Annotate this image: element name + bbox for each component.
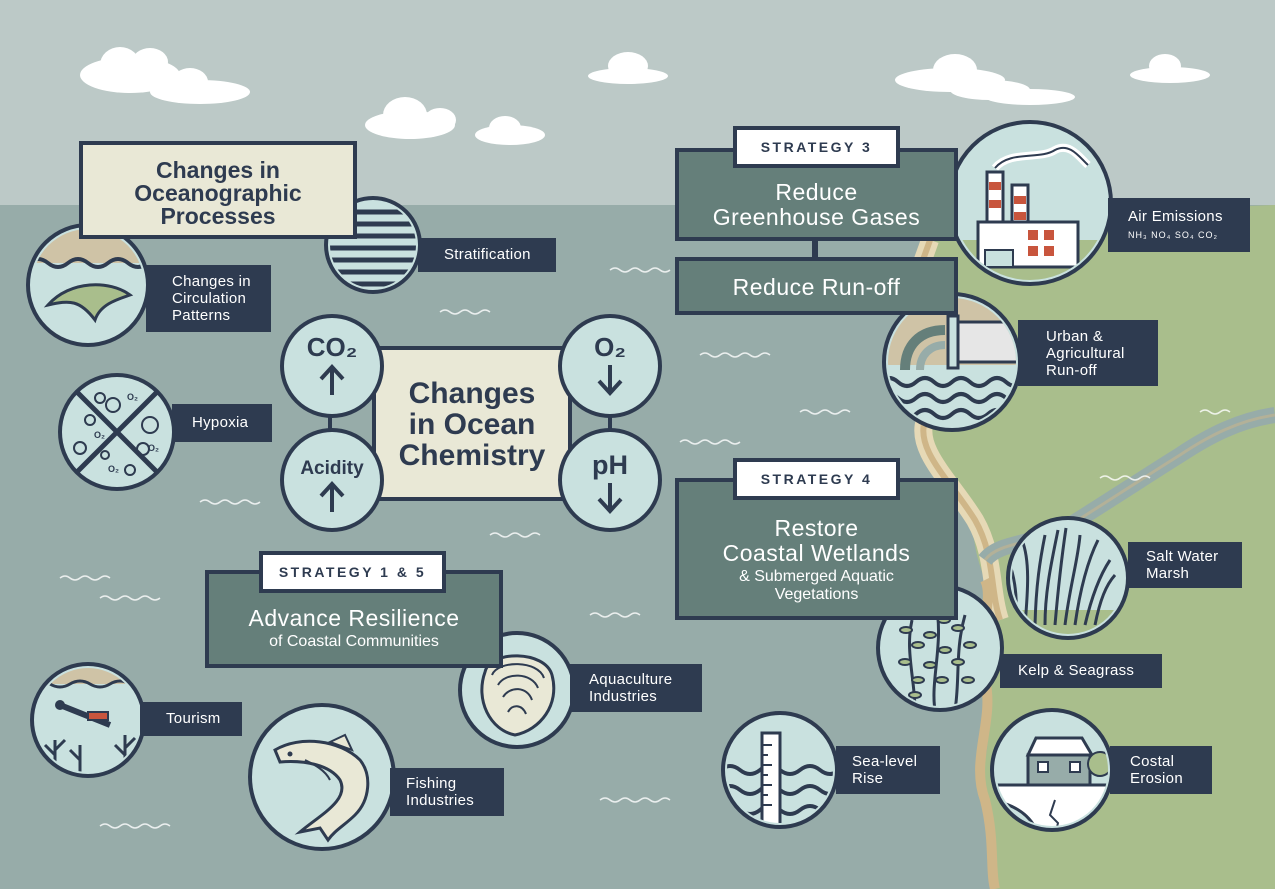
house-icon bbox=[990, 708, 1114, 832]
ph-circle: pH bbox=[558, 428, 662, 532]
strategy-4-title: Restore Coastal Wetlands bbox=[722, 515, 911, 566]
svg-text:O₂: O₂ bbox=[94, 430, 105, 440]
tourism-label: Tourism bbox=[140, 702, 242, 736]
cloud-icon bbox=[80, 47, 250, 104]
diver-icon bbox=[30, 662, 146, 778]
arrow-down-icon bbox=[597, 483, 623, 514]
svg-text:O₂: O₂ bbox=[108, 464, 119, 474]
fish-icon bbox=[248, 703, 396, 851]
svg-text:O₂: O₂ bbox=[148, 443, 159, 453]
strategy-15-subtitle: of Coastal Communities bbox=[269, 633, 439, 650]
salt-marsh-label: Salt Water Marsh bbox=[1128, 542, 1242, 588]
oceanographic-processes-box: Changes in Oceanographic Processes bbox=[79, 141, 357, 239]
air-emissions-label: Air Emissions NH₃ NO₄ SO₄ CO₂ bbox=[1108, 198, 1250, 252]
acidity-label: Acidity bbox=[300, 458, 364, 479]
co2-circle: CO₂ bbox=[280, 314, 384, 418]
cloud-icon bbox=[895, 54, 1210, 105]
cloud-icon bbox=[588, 52, 668, 84]
arrow-up-icon bbox=[319, 364, 345, 395]
acidity-circle: Acidity bbox=[280, 428, 384, 532]
aquaculture-label: Aquaculture Industries bbox=[570, 664, 702, 712]
strategy-3-tag: STRATEGY 3 bbox=[733, 126, 900, 168]
air-emissions-title: Air Emissions bbox=[1128, 208, 1223, 225]
arrow-down-icon bbox=[597, 365, 623, 396]
fishing-label: Fishing Industries bbox=[390, 768, 504, 816]
o2-circle: O₂ bbox=[558, 314, 662, 418]
strategy-4-subtitle: & Submerged Aquatic Vegetations bbox=[739, 568, 894, 603]
strategy-15-tag: STRATEGY 1 & 5 bbox=[259, 551, 446, 593]
erosion-label: Costal Erosion bbox=[1110, 746, 1212, 794]
sea-level-label: Sea-level Rise bbox=[836, 746, 940, 794]
kelp-label: Kelp & Seagrass bbox=[1000, 654, 1162, 688]
wave-marks bbox=[59, 267, 1231, 829]
co2-label: CO₂ bbox=[306, 332, 358, 362]
current-icon bbox=[26, 223, 150, 347]
hypoxia-label: Hypoxia bbox=[172, 404, 272, 442]
ocean-chemistry-box: Changes in Ocean Chemistry bbox=[372, 346, 572, 501]
stratification-label: Stratification bbox=[418, 238, 556, 272]
urban-runoff-label: Urban & Agricultural Run-off bbox=[1018, 320, 1158, 386]
circulation-label: Changes in Circulation Patterns bbox=[146, 265, 271, 332]
o2-mark: O₂ bbox=[127, 392, 138, 402]
air-emissions-compounds: NH₃ NO₄ SO₄ CO₂ bbox=[1128, 230, 1219, 240]
strategy-15-title: Advance Resilience bbox=[248, 605, 460, 631]
reduce-runoff-box: Reduce Run-off bbox=[675, 257, 958, 315]
strategy-3-title: Reduce Greenhouse Gases bbox=[712, 179, 921, 230]
o2-label: O₂ bbox=[594, 332, 626, 362]
bubbles-icon: O₂ O₂ O₂ O₂ bbox=[58, 373, 176, 491]
cloud-icon bbox=[365, 97, 545, 145]
ph-label: pH bbox=[592, 450, 628, 480]
marsh-icon bbox=[1006, 516, 1130, 640]
ruler-icon bbox=[721, 711, 839, 829]
arrow-up-icon bbox=[319, 481, 345, 512]
reduce-runoff-title: Reduce Run-off bbox=[732, 274, 901, 300]
strategy-4-tag: STRATEGY 4 bbox=[733, 458, 900, 500]
